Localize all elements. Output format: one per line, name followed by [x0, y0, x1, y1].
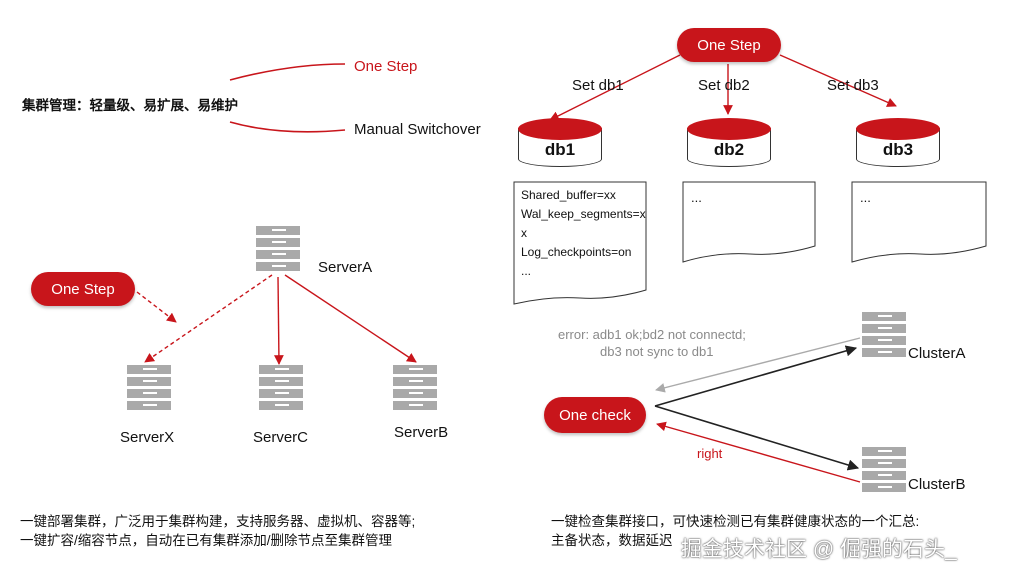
cluster-b-label: ClusterB — [908, 476, 966, 493]
db3-label: db3 — [882, 140, 914, 159]
server-a-label: ServerA — [318, 259, 373, 276]
doc1-line: x — [521, 226, 527, 240]
server-c-icon — [259, 365, 303, 413]
one-check-pill: One check — [544, 397, 646, 433]
doc2-shape — [682, 181, 816, 263]
doc1-line: Wal_keep_segments=x — [521, 207, 646, 221]
db3-cylinder: db3 — [856, 118, 940, 170]
one-step-pill-left: One Step — [31, 272, 135, 306]
server-c-label: ServerC — [253, 429, 309, 446]
left-description-line2: 一键扩容/缩容节点，自动在已有集群添加/删除节点至集群管理 — [20, 533, 393, 548]
right-description: 一键检查集群接口，可快速检测已有集群健康状态的一个汇总: 主备状态，数据延迟 — [551, 512, 919, 550]
arrow-cluster-a-to-check — [655, 337, 861, 393]
arrow-check-to-cluster-b — [654, 405, 860, 471]
set-db2-label: Set db2 — [698, 77, 750, 94]
right-label: right — [697, 446, 723, 461]
one-step-label: One Step — [354, 58, 418, 75]
set-db1-label: Set db1 — [572, 77, 624, 94]
left-description-line1: 一键部署集群，广泛用于集群构建，支持服务器、虚拟机、容器等; — [20, 514, 416, 529]
curve-to-manual — [229, 121, 346, 133]
db2-label: db2 — [713, 140, 745, 159]
doc3-shape — [851, 181, 987, 263]
error-line1: error: adb1 ok;bd2 not connectd; — [558, 327, 746, 342]
cluster-management-heading: 集群管理：轻量级、易扩展、易维护 — [22, 98, 238, 113]
doc1-line: ... — [521, 264, 532, 278]
watermark: 掘金技术社区 @ 倔强的石头_ — [681, 538, 957, 561]
manual-switchover-label: Manual Switchover — [354, 121, 481, 138]
curve-to-one-step — [229, 63, 346, 81]
doc2-text: ... — [691, 190, 702, 205]
doc3-text: ... — [860, 190, 871, 205]
db1-config-text: Shared_buffer=xx Wal_keep_segments=x x L… — [521, 186, 646, 281]
arrow-check-to-cluster-a — [654, 345, 858, 407]
server-b-icon — [393, 365, 437, 413]
set-db3-label: Set db3 — [827, 77, 879, 94]
db2-cylinder: db2 — [687, 118, 771, 170]
arrow-cluster-b-to-check — [656, 421, 861, 483]
server-x-label: ServerX — [120, 429, 175, 446]
arrow-a-to-b — [284, 274, 417, 363]
db1-cylinder: db1 — [518, 118, 602, 170]
server-a-icon — [256, 226, 300, 274]
cluster-b-icon — [862, 447, 906, 495]
right-description-line2: 主备状态，数据延迟 — [551, 533, 673, 548]
doc1-line: Shared_buffer=xx — [521, 188, 616, 202]
left-description: 一键部署集群，广泛用于集群构建，支持服务器、虚拟机、容器等; 一键扩容/缩容节点… — [20, 512, 415, 550]
db1-label: db1 — [544, 140, 576, 159]
line-pill-to-db3 — [779, 54, 897, 107]
line-pill-to-db1 — [549, 54, 681, 121]
arrow-a-to-x — [144, 274, 273, 363]
server-b-label: ServerB — [394, 424, 449, 441]
cluster-a-icon — [862, 312, 906, 360]
one-step-pill-right: One Step — [677, 28, 781, 62]
arrow-a-to-c — [273, 276, 284, 365]
error-line2: db3 not sync to db1 — [600, 344, 714, 359]
error-message: error: adb1 ok;bd2 not connectd; db3 not… — [558, 326, 746, 360]
doc1-shape — [513, 181, 647, 305]
arrow-one-step-to-x — [136, 291, 177, 323]
doc1-line: Log_checkpoints=on — [521, 245, 632, 259]
right-description-line1: 一键检查集群接口，可快速检测已有集群健康状态的一个汇总: — [551, 514, 920, 529]
server-x-icon — [127, 365, 171, 413]
cluster-a-label: ClusterA — [908, 345, 966, 362]
